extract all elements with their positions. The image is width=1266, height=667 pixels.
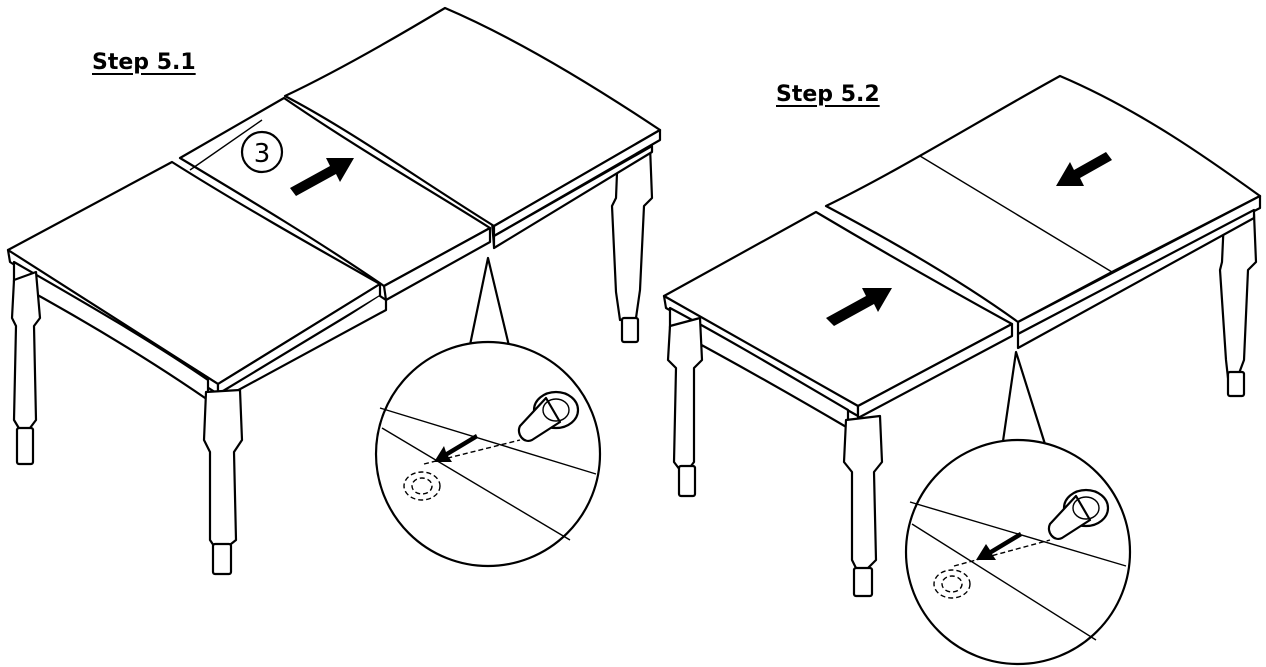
- table-top-left-half: [662, 210, 1014, 430]
- table-leg: [10, 270, 42, 466]
- table-step-5-1: 3: [6, 6, 662, 576]
- detail-callout-step-5-2: [904, 350, 1132, 666]
- table-leg: [202, 388, 244, 576]
- dowel-pin-icon: [517, 390, 580, 442]
- dowel-hole-icon: [403, 471, 441, 501]
- step-5-2-label: Step 5.2: [776, 82, 880, 107]
- table-leg: [1218, 212, 1258, 398]
- direction-arrow-icon: [1056, 152, 1112, 186]
- table-leg: [666, 316, 704, 498]
- direction-arrow-icon: [434, 434, 478, 462]
- detail-callout-step-5-1: [374, 256, 602, 568]
- table-top-left-half: [6, 160, 388, 402]
- leaf-number-text: 3: [254, 139, 271, 169]
- table-top-right-half: [283, 6, 662, 250]
- dowel-pin-icon: [1047, 488, 1110, 540]
- direction-arrow-icon: [290, 158, 354, 196]
- leaf-number-badge: 3: [240, 130, 284, 174]
- table-top-right-half: [824, 74, 1262, 350]
- table-step-5-2: [662, 74, 1262, 598]
- direction-arrow-icon: [826, 288, 892, 326]
- dowel-hole-icon: [933, 569, 971, 599]
- step-5-1-label: Step 5.1: [92, 50, 196, 75]
- table-leg: [842, 414, 884, 598]
- table-leg: [610, 144, 654, 344]
- direction-arrow-icon: [976, 532, 1022, 560]
